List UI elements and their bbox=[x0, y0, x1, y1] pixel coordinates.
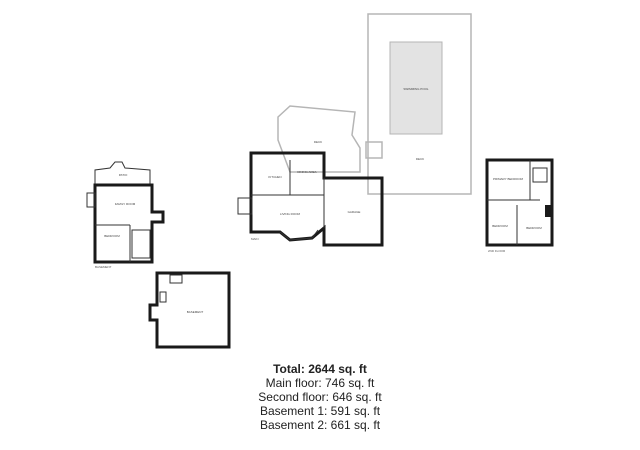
area-summary: Total: 2644 sq. ft Main floor: 746 sq. f… bbox=[190, 362, 450, 432]
basement-1-plan: PATIO FAMILY ROOM BEDROOM BASEMENT bbox=[86, 161, 165, 269]
room-label-deck: DECK bbox=[314, 140, 322, 144]
stair bbox=[237, 197, 253, 215]
room-label-swimming-pool: SWIMMING POOL bbox=[403, 87, 428, 91]
deck-outline bbox=[277, 105, 361, 173]
bay-window bbox=[279, 229, 319, 241]
room-label-garage: GARAGE bbox=[348, 210, 361, 214]
stair bbox=[86, 192, 96, 208]
stair bbox=[159, 291, 167, 303]
swimming-pool bbox=[389, 41, 443, 135]
second-floor-plan: PRIMARY BEDROOM BEDROOM BEDROOM 2ND FLOO… bbox=[485, 158, 554, 253]
level-tag-basement: BASEMENT bbox=[95, 265, 112, 269]
room-label-bedroom-2: BEDROOM bbox=[526, 226, 542, 230]
room-label-bedroom: BEDROOM bbox=[104, 234, 120, 238]
bath-area bbox=[131, 229, 151, 259]
room-label-patio: PATIO bbox=[119, 173, 128, 177]
total-area: Total: 2644 sq. ft bbox=[273, 362, 367, 376]
large-deck-outline bbox=[367, 13, 472, 195]
main-floor-plan: DECK KITCHEN DINING AREA LIVING ROOM GAR… bbox=[237, 13, 472, 247]
level-tag-main: MAIN bbox=[251, 237, 259, 241]
basement-2-plan: BASEMENT bbox=[148, 271, 231, 349]
level-tag-second: 2ND FLOOR bbox=[488, 249, 506, 253]
main-floor-walls bbox=[249, 151, 384, 247]
room-label-dining-area: DINING AREA bbox=[297, 170, 316, 174]
room-label-primary-bedroom: PRIMARY BEDROOM bbox=[493, 177, 523, 181]
floor-plan-drawing: PATIO FAMILY ROOM BEDROOM BASEMENT BASEM… bbox=[86, 13, 554, 349]
utility-box bbox=[169, 274, 183, 284]
room-label-basement: BASEMENT bbox=[187, 310, 204, 314]
second-floor-walls bbox=[485, 158, 554, 247]
basement-2-area: Basement 2: 661 sq. ft bbox=[259, 418, 381, 432]
patio-outline bbox=[94, 161, 151, 185]
room-label-bedroom-1: BEDROOM bbox=[492, 224, 508, 228]
stair-void bbox=[545, 205, 552, 217]
basement-1-area: Basement 1: 591 sq. ft bbox=[259, 404, 381, 418]
basement-2-walls bbox=[148, 271, 231, 349]
deck-steps bbox=[365, 141, 383, 159]
room-label-family-room: FAMILY ROOM bbox=[115, 202, 136, 206]
bath bbox=[532, 167, 548, 183]
basement-1-walls bbox=[93, 183, 165, 264]
room-label-large-deck: DECK bbox=[416, 157, 424, 161]
second-floor-area: Second floor: 646 sq. ft bbox=[258, 390, 382, 404]
room-label-kitchen: KITCHEN bbox=[268, 175, 281, 179]
main-floor-area: Main floor: 746 sq. ft bbox=[265, 376, 375, 390]
room-label-living-room: LIVING ROOM bbox=[280, 212, 301, 216]
